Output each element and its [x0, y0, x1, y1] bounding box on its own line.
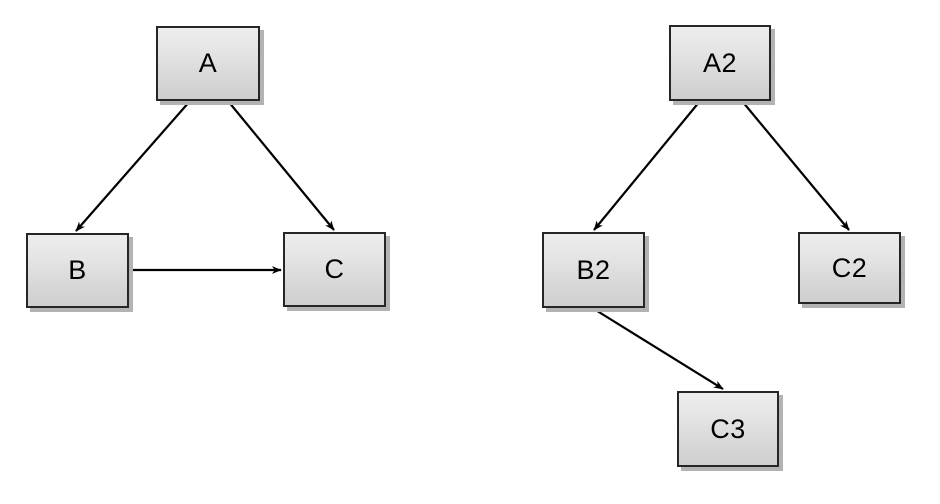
node-c3[interactable]: C3	[677, 391, 779, 467]
node-label: A	[198, 48, 218, 78]
node-c2[interactable]: C2	[798, 232, 901, 304]
node-a2[interactable]: A2	[669, 25, 771, 101]
node-a[interactable]: A	[156, 26, 260, 101]
node-b2[interactable]: B2	[542, 232, 645, 308]
node-label: A2	[702, 47, 738, 78]
edges	[75, 100, 850, 390]
node-label: B	[68, 255, 87, 285]
node-label: B2	[576, 254, 611, 285]
node-c[interactable]: C	[283, 232, 386, 307]
edge-a2-to-b2	[593, 100, 701, 231]
edge-a-to-c	[227, 100, 335, 231]
node-label: C	[324, 254, 345, 284]
node-b[interactable]: B	[26, 233, 129, 308]
edge-a-to-b	[75, 100, 191, 232]
node-label: C3	[710, 413, 746, 444]
edge-a2-to-c2	[741, 100, 850, 231]
node-label: C2	[831, 252, 868, 283]
edge-b2-to-c3	[593, 308, 724, 390]
